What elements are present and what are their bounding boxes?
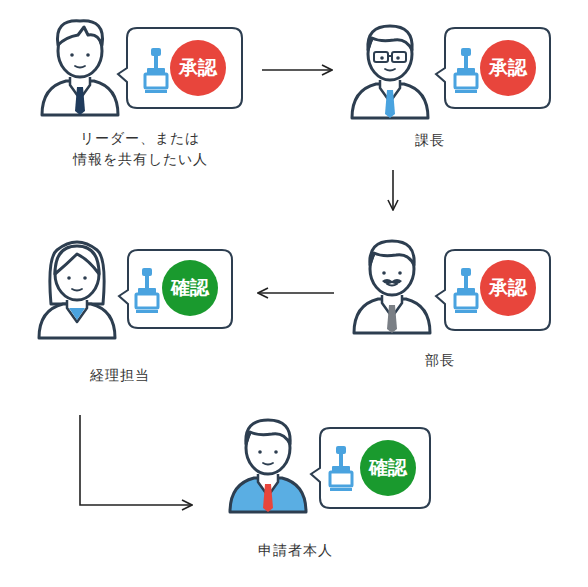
stamp-icon <box>330 446 352 491</box>
section-chief-figure <box>352 26 428 118</box>
speech-bubble <box>118 28 242 108</box>
stamp-icon <box>136 268 158 313</box>
flow-arrow <box>80 415 192 505</box>
person-group: 承認課長 <box>340 10 555 150</box>
role-label: 経理担当 <box>60 365 180 386</box>
speech-bubble <box>436 28 550 108</box>
stamp-text: 確認 <box>171 275 209 301</box>
stamp-circle: 承認 <box>170 40 226 96</box>
flow-arrow <box>392 170 394 210</box>
stamp-text: 承認 <box>489 275 527 301</box>
role-label: 部長 <box>390 350 490 371</box>
stamp-circle: 承認 <box>480 40 536 96</box>
role-label: 申請者本人 <box>225 540 365 561</box>
person-group: 承認リーダー、または 情報を共有したい人 <box>30 10 250 170</box>
accounting-figure <box>39 242 115 338</box>
speech-bubble <box>311 428 430 508</box>
stamp-text: 承認 <box>489 55 527 81</box>
stamp-icon <box>455 268 477 313</box>
stamp-text: 承認 <box>179 55 217 81</box>
stamp-circle: 承認 <box>480 260 536 316</box>
leader-figure <box>42 21 118 115</box>
person-group: 確認申請者本人 <box>200 395 435 565</box>
role-label: 課長 <box>380 130 480 151</box>
stamp-icon <box>145 48 167 93</box>
speech-bubble <box>119 250 232 328</box>
stamp-circle: 確認 <box>162 260 218 316</box>
stamp-circle: 確認 <box>360 440 416 496</box>
flow-arrow <box>262 69 332 71</box>
role-label: リーダー、または 情報を共有したい人 <box>65 128 215 170</box>
applicant-figure <box>230 420 306 512</box>
speech-bubble <box>436 250 550 330</box>
flow-arrow <box>258 292 334 294</box>
department-head-figure <box>354 241 430 333</box>
person-group: 確認経理担当 <box>25 235 240 390</box>
stamp-icon <box>455 48 477 93</box>
person-group: 承認部長 <box>340 228 555 373</box>
stamp-text: 確認 <box>369 455 407 481</box>
